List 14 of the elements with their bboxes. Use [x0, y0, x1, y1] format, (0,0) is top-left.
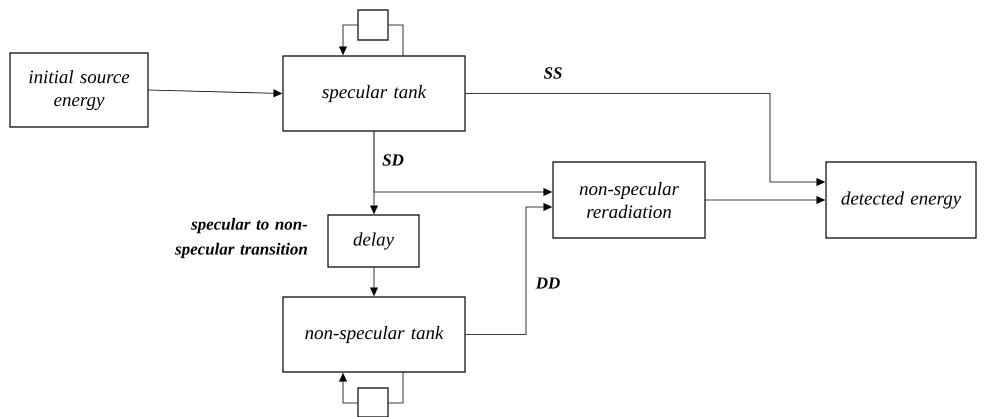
- edge-label: SS: [542, 66, 564, 80]
- edge-label: DD: [534, 276, 562, 290]
- process-box: delay: [327, 214, 420, 268]
- process-box: non-specular tank: [282, 296, 466, 373]
- feedback-box: [357, 9, 389, 41]
- feedback-box: [357, 387, 389, 417]
- process-box: non-specular reradiation: [552, 161, 706, 239]
- edge-label: SD: [381, 153, 405, 167]
- process-box: initial source energy: [9, 52, 149, 128]
- arrow: [388, 24, 404, 56]
- process-box: specular tank: [282, 55, 466, 132]
- arrow: [388, 372, 404, 404]
- process-box: detected energy: [825, 161, 977, 239]
- side-label: specular to non-specular transition: [175, 218, 308, 258]
